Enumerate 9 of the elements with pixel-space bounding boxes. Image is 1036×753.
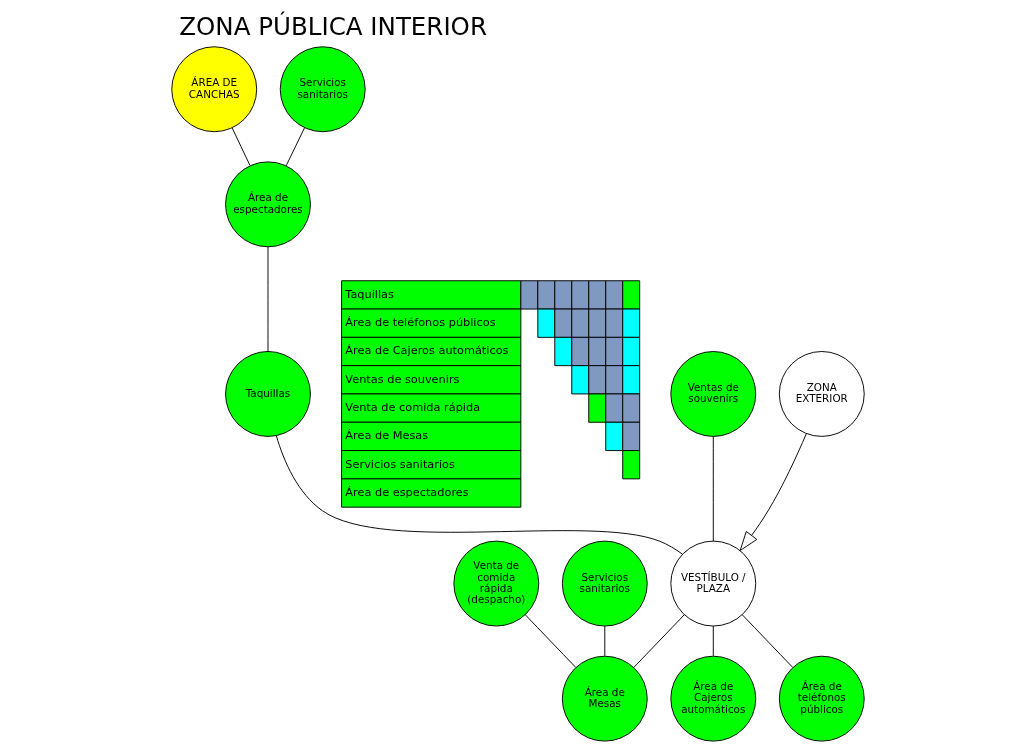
label: Área de Mesas bbox=[345, 428, 429, 443]
label: Taquillas bbox=[345, 286, 394, 301]
label: Ventas de souvenirs bbox=[345, 371, 460, 386]
diagram-title: ZONA PÚBLICA INTERIOR bbox=[179, 12, 487, 42]
label: Área de Cajeros automáticos bbox=[345, 343, 509, 358]
label: Venta de comida rápida bbox=[345, 400, 481, 415]
label: Área de teléfonos públicos bbox=[345, 315, 496, 330]
label: Servicios sanitarios bbox=[345, 456, 455, 471]
label: Área de espectadores bbox=[345, 484, 469, 499]
